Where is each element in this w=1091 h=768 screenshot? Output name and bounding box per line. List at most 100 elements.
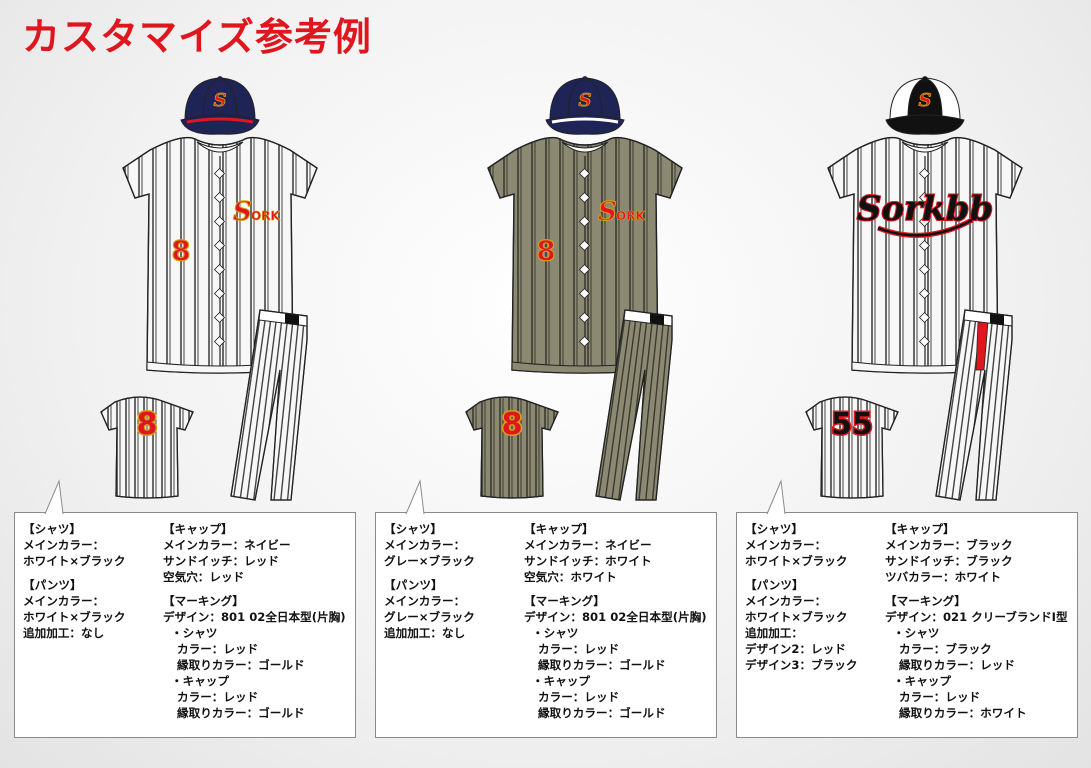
marking-cap-color: カラー：レッド — [177, 690, 259, 704]
pants-extra-3: デザイン3：ブラック — [745, 658, 858, 672]
cap-logo: S — [579, 90, 592, 111]
cap-line-1: メインカラー：ブラック — [885, 538, 1013, 552]
page-title: カスタマイズ参考例 — [22, 15, 372, 59]
speech-tail — [766, 479, 786, 515]
front-number: 8 — [536, 234, 555, 267]
cap-line-3: ツバカラー：ホワイト — [885, 570, 1001, 584]
marking-heading: 【マーキング】 — [524, 594, 605, 608]
marking-heading: 【マーキング】 — [163, 594, 244, 608]
shirt-heading: 【シャツ】 — [384, 522, 442, 536]
pants-extra: 追加加工： — [745, 626, 803, 640]
pants-main-value: ホワイト×ブラック — [745, 610, 848, 624]
pants-main-value: グレー×ブラック — [384, 610, 475, 624]
pants-main-label: メインカラー： — [745, 594, 827, 608]
cap-line-2: サンドイッチ：レッド — [163, 554, 279, 568]
cap-line-3: 空気穴：ホワイト — [524, 570, 617, 584]
cap-logo: S — [214, 90, 227, 111]
marking-shirt-color: カラー：レッド — [177, 642, 259, 656]
shirt-main-value: グレー×ブラック — [384, 554, 475, 568]
cap-illustration: S — [545, 76, 625, 135]
marking-design: デザイン：021 クリーブランドI型 — [885, 610, 1068, 624]
pants-extra-2 — [23, 641, 125, 657]
marking-shirt-color: カラー：ブラック — [899, 642, 992, 656]
pants-extra-3 — [23, 657, 125, 673]
cap-line-3: 空気穴：レッド — [163, 570, 245, 584]
chest-logo-suffix: ORK — [251, 209, 280, 223]
marking-cap: ・キャップ — [893, 674, 951, 688]
marking-cap-color: カラー：レッド — [899, 690, 981, 704]
marking-shirt: ・シャツ — [532, 626, 579, 640]
shirt-main-value: ホワイト×ブラック — [23, 554, 126, 568]
pants-heading: 【パンツ】 — [23, 578, 82, 592]
chest-logo: S — [598, 197, 617, 227]
marking-shirt-edge: 縁取りカラー：レッド — [899, 658, 1015, 672]
pants-extra: 追加加工：なし — [23, 626, 105, 640]
pants-extra-3 — [384, 657, 475, 673]
shirt-back-illustration: 55 — [805, 396, 899, 499]
spec-box-3: 【シャツ】メインカラー：ホワイト×ブラック【パンツ】メインカラー：ホワイト×ブラ… — [736, 479, 1078, 738]
shirt-main-label: メインカラー： — [23, 538, 105, 552]
marking-cap-color: カラー：レッド — [538, 690, 620, 704]
back-number: 8 — [137, 407, 158, 442]
cap-heading: 【キャップ】 — [524, 522, 594, 536]
marking-cap-edge: 縁取りカラー：ゴールド — [177, 706, 305, 720]
cap-heading: 【キャップ】 — [163, 522, 233, 536]
marking-shirt: ・シャツ — [171, 626, 218, 640]
shirt-back-illustration: 8 — [100, 396, 194, 499]
pants-illustration — [935, 309, 1013, 501]
pants-main-value: ホワイト×ブラック — [23, 610, 126, 624]
front-number: 8 — [171, 234, 190, 267]
speech-tail — [44, 479, 64, 515]
pants-main-label: メインカラー： — [384, 594, 466, 608]
spec-column-right: 【キャップ】メインカラー：ネイビーサンドイッチ：レッド空気穴：レッド【マーキング… — [163, 521, 346, 721]
back-number: 8 — [502, 407, 523, 442]
marking-cap-edge: 縁取りカラー：ゴールド — [538, 706, 666, 720]
cap-illustration: S — [885, 76, 965, 135]
shirt-heading: 【シャツ】 — [23, 522, 81, 536]
back-number: 55 — [831, 407, 873, 442]
marking-cap: ・キャップ — [171, 674, 229, 688]
pants-main-label: メインカラー： — [23, 594, 105, 608]
shirt-heading: 【シャツ】 — [745, 522, 803, 536]
pants-extra-2 — [384, 641, 475, 657]
cap-line-1: メインカラー：ネイビー — [163, 538, 291, 552]
marking-shirt: ・シャツ — [893, 626, 940, 640]
cap-line-1: メインカラー：ネイビー — [524, 538, 652, 552]
marking-shirt-color: カラー：レッド — [538, 642, 620, 656]
spec-column-left: 【シャツ】メインカラー：ホワイト×ブラック【パンツ】メインカラー：ホワイト×ブラ… — [23, 521, 125, 673]
chest-logo: Sorkbb — [857, 189, 993, 229]
pants-heading: 【パンツ】 — [384, 578, 443, 592]
spec-column-left: 【シャツ】メインカラー：ホワイト×ブラック【パンツ】メインカラー：ホワイト×ブラ… — [745, 521, 857, 673]
marking-design: デザイン：801 02全日本型(片胸) — [163, 610, 346, 624]
cap-logo: S — [919, 90, 932, 111]
spec-column-left: 【シャツ】メインカラー：グレー×ブラック【パンツ】メインカラー：グレー×ブラック… — [384, 521, 475, 673]
pants-extra-2: デザイン2：レッド — [745, 642, 846, 656]
chest-logo-suffix: ORK — [616, 209, 645, 223]
marking-design: デザイン：801 02全日本型(片胸) — [524, 610, 707, 624]
marking-shirt-edge: 縁取りカラー：ゴールド — [177, 658, 305, 672]
shirt-main-label: メインカラー： — [745, 538, 827, 552]
marking-cap: ・キャップ — [532, 674, 590, 688]
spec-box-1: 【シャツ】メインカラー：ホワイト×ブラック【パンツ】メインカラー：ホワイト×ブラ… — [14, 479, 356, 738]
spec-column-right: 【キャップ】メインカラー：ネイビーサンドイッチ：ホワイト空気穴：ホワイト【マーキ… — [524, 521, 707, 721]
pants-illustration — [230, 309, 308, 501]
cap-line-2: サンドイッチ：ブラック — [885, 554, 1013, 568]
marking-shirt-edge: 縁取りカラー：ゴールド — [538, 658, 666, 672]
spec-box-2: 【シャツ】メインカラー：グレー×ブラック【パンツ】メインカラー：グレー×ブラック… — [375, 479, 717, 738]
chest-logo: S — [233, 197, 252, 227]
shirt-main-label: メインカラー： — [384, 538, 466, 552]
shirt-back-illustration: 8 — [465, 396, 559, 499]
spec-column-right: 【キャップ】メインカラー：ブラックサンドイッチ：ブラックツバカラー：ホワイト【マ… — [885, 521, 1068, 721]
speech-tail — [405, 479, 425, 515]
shirt-front-illustration: Sorkbb — [827, 136, 1023, 374]
shirt-main-value: ホワイト×ブラック — [745, 554, 848, 568]
cap-heading: 【キャップ】 — [885, 522, 955, 536]
marking-heading: 【マーキング】 — [885, 594, 966, 608]
cap-line-2: サンドイッチ：ホワイト — [524, 554, 652, 568]
pants-heading: 【パンツ】 — [745, 578, 804, 592]
uniform-set-3: S Sorkbb 55 — [800, 70, 1091, 510]
cap-illustration: S — [180, 76, 260, 135]
pants-extra: 追加加工：なし — [384, 626, 466, 640]
